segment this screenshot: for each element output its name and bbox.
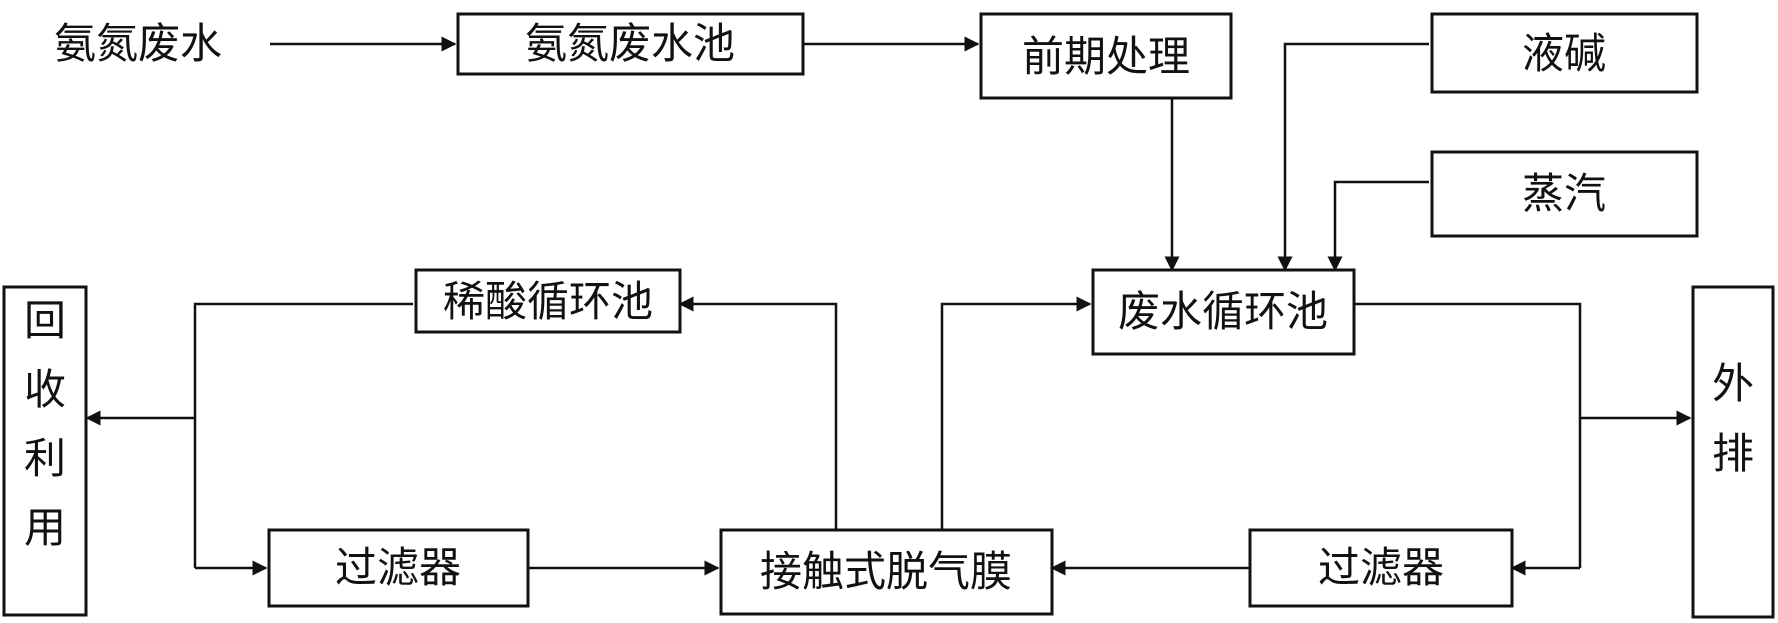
wastewater-circ-tank-label: 废水循环池 <box>1118 287 1328 336</box>
filter-left-box <box>267 528 530 608</box>
steam-label: 蒸汽 <box>1522 169 1606 218</box>
discharge-char-1: 外 <box>1712 359 1754 408</box>
dilute-acid-circ-tank-box <box>414 268 682 334</box>
filter-right-label: 过滤器 <box>1318 543 1444 592</box>
recovery-node: 回 收 利 用 <box>2 285 88 617</box>
recovery-char-3: 利 <box>24 434 66 483</box>
pretreatment-box <box>979 12 1233 100</box>
steam-node: 蒸汽 <box>1430 150 1699 238</box>
pretreatment-node: 前期处理 <box>979 12 1233 100</box>
arrow-alkali-to-circ <box>1277 42 1429 272</box>
line-circ-to-right-split <box>1354 302 1582 568</box>
arrow-steam-to-circ <box>1327 180 1429 272</box>
filter-right-node: 过滤器 <box>1248 528 1514 608</box>
contact-membrane-node: 接触式脱气膜 <box>719 528 1054 616</box>
discharge-char-2: 排 <box>1712 429 1754 478</box>
recovery-char-2: 收 <box>24 365 66 414</box>
recovery-char-1: 回 <box>24 296 66 345</box>
recovery-char-4: 用 <box>24 503 66 552</box>
recovery-box <box>2 285 88 617</box>
ammonia-tank-box <box>456 12 805 76</box>
liquid-alkali-box <box>1430 12 1699 94</box>
discharge-box <box>1691 285 1775 619</box>
contact-membrane-label: 接触式脱气膜 <box>760 547 1012 596</box>
arrow-membrane-to-acid <box>678 296 838 530</box>
filter-right-box <box>1248 528 1514 608</box>
filter-left-node: 过滤器 <box>267 528 530 608</box>
ammonia-tank-label: 氨氮废水池 <box>525 19 735 68</box>
discharge-node: 外 排 <box>1691 285 1775 619</box>
filter-left-label: 过滤器 <box>335 543 461 592</box>
contact-membrane-box <box>719 528 1054 616</box>
liquid-alkali-node: 液碱 <box>1430 12 1699 94</box>
source-label: 氨氮废水 <box>54 19 222 68</box>
line-acid-to-left-split <box>193 302 413 568</box>
wastewater-circ-tank-node: 废水循环池 <box>1091 268 1356 356</box>
dilute-acid-circ-tank-label: 稀酸循环池 <box>443 277 653 326</box>
dilute-acid-circ-tank-node: 稀酸循环池 <box>414 268 682 334</box>
connections <box>85 36 1692 576</box>
pretreatment-label: 前期处理 <box>1022 32 1190 81</box>
wastewater-circ-tank-box <box>1091 268 1356 356</box>
ammonia-tank-node: 氨氮废水池 <box>456 12 805 76</box>
steam-box <box>1430 150 1699 238</box>
liquid-alkali-label: 液碱 <box>1522 29 1606 78</box>
arrow-membrane-to-circ <box>940 296 1092 530</box>
